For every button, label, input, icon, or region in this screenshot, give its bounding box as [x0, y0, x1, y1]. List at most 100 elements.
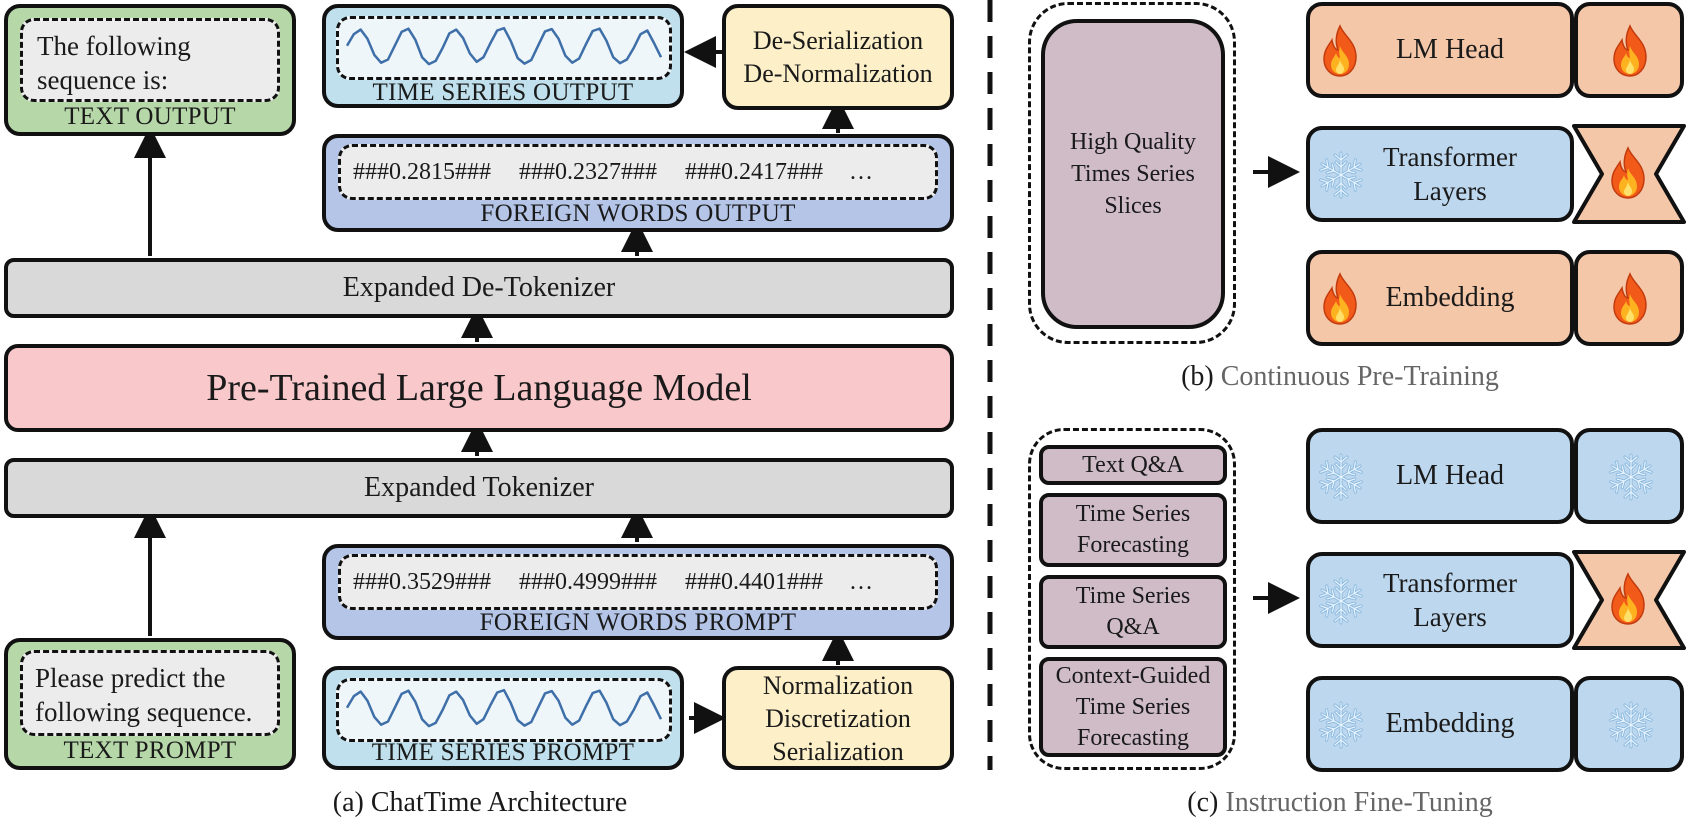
pretrain-transformer-line2: Layers	[1413, 176, 1487, 206]
snowflake-icon	[1316, 150, 1366, 200]
ts-output-chart-frame	[336, 16, 672, 80]
pretrain-embedding-box: Embedding	[1306, 250, 1574, 346]
fire-icon	[1608, 272, 1652, 326]
pretrain-transformer-label: Transformer Layers	[1350, 130, 1550, 218]
finetune-lm-head-label: LM Head	[1395, 460, 1505, 491]
ts-prompt-box: TIME SERIES PROMPT	[322, 666, 684, 770]
context-guided-line1: Context-Guided	[1055, 662, 1211, 689]
ts-output-waveform	[345, 26, 663, 66]
llm-box: Pre-Trained Large Language Model	[4, 344, 954, 432]
prompt-token-3: ###0.4401###	[685, 568, 823, 595]
ts-prompt-waveform	[345, 688, 663, 728]
context-guided-line2: Time Series	[1075, 693, 1191, 720]
text-prompt-line2: following sequence.	[35, 697, 253, 727]
prompt-token-2: ###0.4999###	[519, 568, 657, 595]
text-output-box: The following sequence is: TEXT OUTPUT	[4, 4, 296, 136]
finetune-embedding-label: Embedding	[1385, 708, 1515, 739]
deserialization-line1: De-Serialization	[752, 26, 924, 55]
caption-architecture-prefix: (a)	[332, 787, 371, 818]
output-token-3: ###0.2417###	[685, 158, 823, 185]
finetune-embedding-adapter	[1574, 676, 1684, 772]
caption-pretraining-prefix: (b)	[1181, 361, 1221, 392]
pretrain-lm-head-adapter	[1574, 2, 1684, 98]
snowflake-icon	[1606, 700, 1656, 750]
ts-prompt-label: TIME SERIES PROMPT	[371, 739, 635, 766]
foreign-words-prompt-tokens: ###0.3529### ###0.4999### ###0.4401### …	[338, 554, 938, 610]
pretraining-data-line1: High Quality	[1070, 129, 1196, 155]
prompt-token-ellipsis: …	[849, 568, 873, 595]
snowflake-icon	[1316, 700, 1366, 750]
finetuning-dataset-text-qa-label: Text Q&A	[1082, 451, 1184, 478]
deserialization-line2: De-Normalization	[743, 59, 933, 88]
finetune-transformer-box: Transformer Layers	[1306, 552, 1574, 648]
finetune-lm-head-box: LM Head	[1306, 428, 1574, 524]
pretraining-data-box: High Quality Times Series Slices	[1041, 19, 1225, 329]
series-line	[345, 688, 663, 728]
caption-pretraining: (b) Continuous Pre-Training	[1110, 360, 1570, 394]
series-line	[345, 26, 663, 66]
finetuning-dataset-text-qa: Text Q&A	[1039, 445, 1227, 485]
finetune-transformer-line2: Layers	[1413, 602, 1487, 632]
finetune-lm-head-adapter	[1574, 428, 1684, 524]
caption-finetuning-title: Instruction Fine-Tuning	[1225, 787, 1493, 818]
prompt-token-1: ###0.3529###	[353, 568, 491, 595]
foreign-words-output-tokens: ###0.2815### ###0.2327### ###0.2417### …	[338, 144, 938, 200]
pretraining-data-line3: Slices	[1104, 193, 1162, 219]
normalization-line1: Normalization	[762, 670, 914, 700]
normalization-box: Normalization Discretization Serializati…	[722, 666, 954, 770]
caption-pretraining-title: Continuous Pre-Training	[1220, 361, 1499, 392]
ts-prompt-chart-frame	[336, 678, 672, 742]
pretraining-data-line2: Times Series	[1071, 161, 1195, 187]
text-output-content: The following sequence is:	[20, 18, 280, 102]
output-token-ellipsis: …	[849, 158, 873, 185]
caption-finetuning: (c) Instruction Fine-Tuning	[1110, 786, 1570, 820]
fire-icon	[1318, 24, 1362, 78]
finetune-embedding-box: Embedding	[1306, 676, 1574, 772]
pretrain-embedding-adapter	[1574, 250, 1684, 346]
text-prompt-line1: Please predict the	[35, 663, 226, 693]
finetune-transformer-line1: Transformer	[1383, 568, 1517, 598]
pretrain-lm-head-box: LM Head	[1306, 2, 1574, 98]
fire-icon	[1608, 24, 1652, 78]
fire-icon	[1606, 572, 1650, 626]
finetuning-dataset-ts-qa: Time Series Q&A	[1039, 575, 1227, 649]
text-output-text: The following sequence is:	[37, 31, 191, 95]
ts-qa-line1: Time Series	[1075, 583, 1191, 609]
finetuning-dataset-ts-forecasting: Time Series Forecasting	[1039, 493, 1227, 567]
foreign-words-output-box: ###0.2815### ###0.2327### ###0.2417### ……	[322, 134, 954, 232]
context-guided-line3: Forecasting	[1077, 724, 1189, 751]
pretrain-transformer-line1: Transformer	[1383, 142, 1517, 172]
fire-icon	[1606, 146, 1650, 200]
fire-icon	[1318, 272, 1362, 326]
ts-forecasting-line2: Forecasting	[1077, 532, 1189, 558]
deserialization-box: De-Serialization De-Normalization	[722, 4, 954, 110]
output-token-2: ###0.2327###	[519, 158, 657, 185]
pretrain-embedding-label: Embedding	[1385, 282, 1515, 313]
llm-label: Pre-Trained Large Language Model	[206, 367, 752, 409]
text-prompt-box: Please predict the following sequence. T…	[4, 638, 296, 770]
finetuning-dataset-context-guided: Context-Guided Time Series Forecasting	[1039, 657, 1227, 757]
detokenizer-label: Expanded De-Tokenizer	[342, 272, 616, 303]
ts-output-label: TIME SERIES OUTPUT	[372, 79, 634, 106]
normalization-line3: Serialization	[772, 736, 904, 766]
ts-forecasting-line1: Time Series	[1075, 501, 1191, 527]
snowflake-icon	[1606, 452, 1656, 502]
snowflake-icon	[1316, 452, 1366, 502]
finetune-transformer-label: Transformer Layers	[1350, 556, 1550, 644]
pretrain-lm-head-label: LM Head	[1395, 34, 1505, 65]
pretraining-data-frame: High Quality Times Series Slices	[1028, 2, 1236, 344]
snowflake-icon	[1316, 576, 1366, 626]
caption-finetuning-prefix: (c)	[1187, 787, 1226, 818]
foreign-words-output-label: FOREIGN WORDS OUTPUT	[480, 200, 796, 227]
caption-architecture: (a) ChatTime Architecture	[200, 786, 760, 820]
caption-architecture-title: ChatTime Architecture	[370, 787, 628, 818]
tokenizer-label: Expanded Tokenizer	[364, 472, 594, 503]
tokenizer-box: Expanded Tokenizer	[4, 458, 954, 518]
ts-qa-line2: Q&A	[1106, 614, 1160, 640]
normalization-line2: Discretization	[765, 703, 911, 733]
finetuning-data-frame: Text Q&A Time Series Forecasting Time Se…	[1028, 428, 1236, 770]
text-prompt-label: TEXT PROMPT	[63, 737, 237, 764]
text-output-label: TEXT OUTPUT	[64, 103, 236, 130]
ts-output-box: TIME SERIES OUTPUT	[322, 4, 684, 108]
